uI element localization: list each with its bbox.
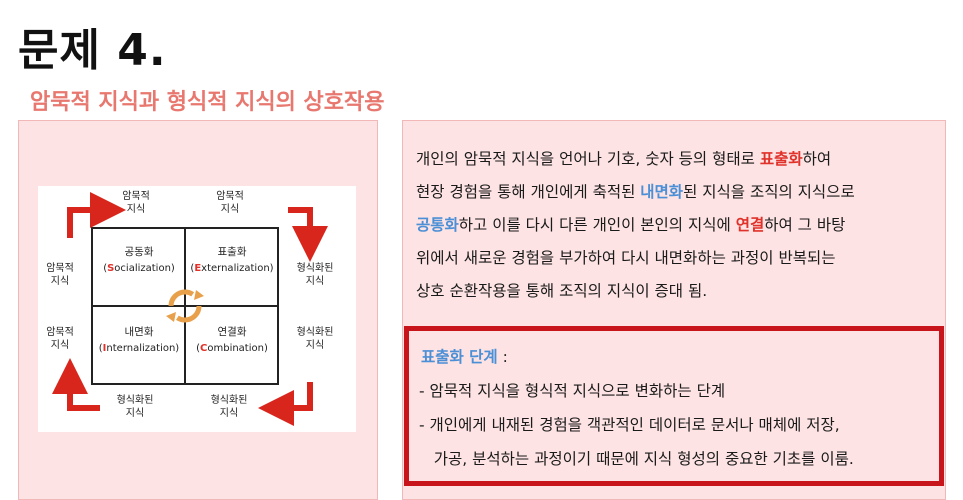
arrow-top-left-icon [67, 192, 126, 238]
seci-diagram-graphic [52, 192, 328, 426]
stage-line: - 암묵적 지식을 형식적 지식으로 변화하는 단계 [419, 382, 726, 400]
stage-heading: 표출화 단계 : [421, 348, 508, 366]
page-subtitle: 암묵적 지식과 형식적 지식의 상호작용 [30, 90, 385, 115]
paragraph-line: 공통화하고 이를 다시 다른 개인이 본인의 지식에 연결하여 그 바탕 [416, 216, 846, 234]
paragraph-line: 위에서 새로운 경험을 부가하여 다시 내면화하는 과정이 반복되는 [416, 249, 836, 267]
paragraph-line: 현장 경험을 통해 개인에게 축적된 내면화된 지식을 조직의 지식으로 [416, 183, 855, 201]
page-title: 문제 4. [18, 25, 167, 76]
arrow-bottom-left-icon [52, 358, 100, 411]
quadrant-socialization: 공동화 (Socialization) [103, 246, 175, 274]
paragraph-line: 상호 순환작용을 통해 조직의 지식이 증대 됨. [416, 282, 708, 300]
cycle-icon [168, 289, 202, 323]
quadrant-internalization: 내면화 (Internalization) [98, 326, 180, 354]
description-paragraph: 개인의 암묵적 지식을 언어나 기호, 숫자 등의 형태로 표출화하여 현장 경… [416, 143, 936, 308]
quadrant-externalization: 표출화 (Externalization) [190, 246, 274, 274]
arrow-top-right-icon [288, 207, 328, 262]
quadrant-combination: 연결화 (Combination) [196, 326, 268, 354]
paragraph-line: 개인의 암묵적 지식을 언어나 기호, 숫자 등의 형태로 표출화하여 [416, 150, 832, 168]
stage-line: 가공, 분석하는 과정이기 때문에 지식 형성의 중요한 기초를 이룸. [419, 450, 854, 468]
stage-line: - 개인에게 내재된 경험을 객관적인 데이터로 문서나 매체에 저장, [419, 416, 840, 434]
stage-box: 표출화 단계 : - 암묵적 지식을 형식적 지식으로 변화하는 단계 - 개인… [404, 326, 944, 486]
arrow-bottom-right-icon [258, 382, 313, 426]
